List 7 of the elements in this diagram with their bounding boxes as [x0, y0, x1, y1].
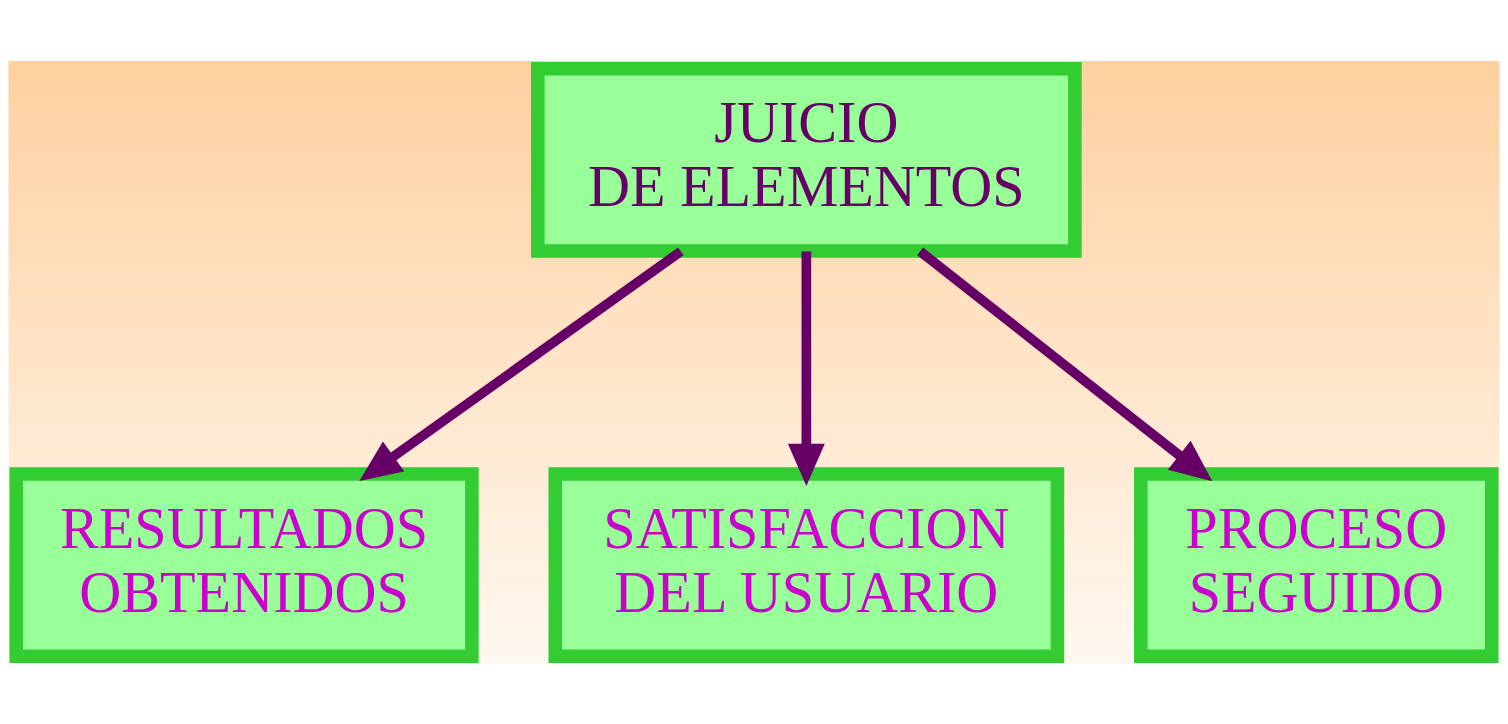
- arrow: [917, 247, 1213, 481]
- arrow: [787, 250, 825, 486]
- node-box: RESULTADOS OBTENIDOS: [9, 466, 479, 663]
- arrow: [359, 246, 684, 481]
- node-box: SATISFACCION DEL USUARIO: [548, 466, 1065, 663]
- node-box: JUICIO DE ELEMENTOS: [531, 61, 1082, 258]
- node-box: PROCESO SEGUIDO: [1134, 466, 1499, 663]
